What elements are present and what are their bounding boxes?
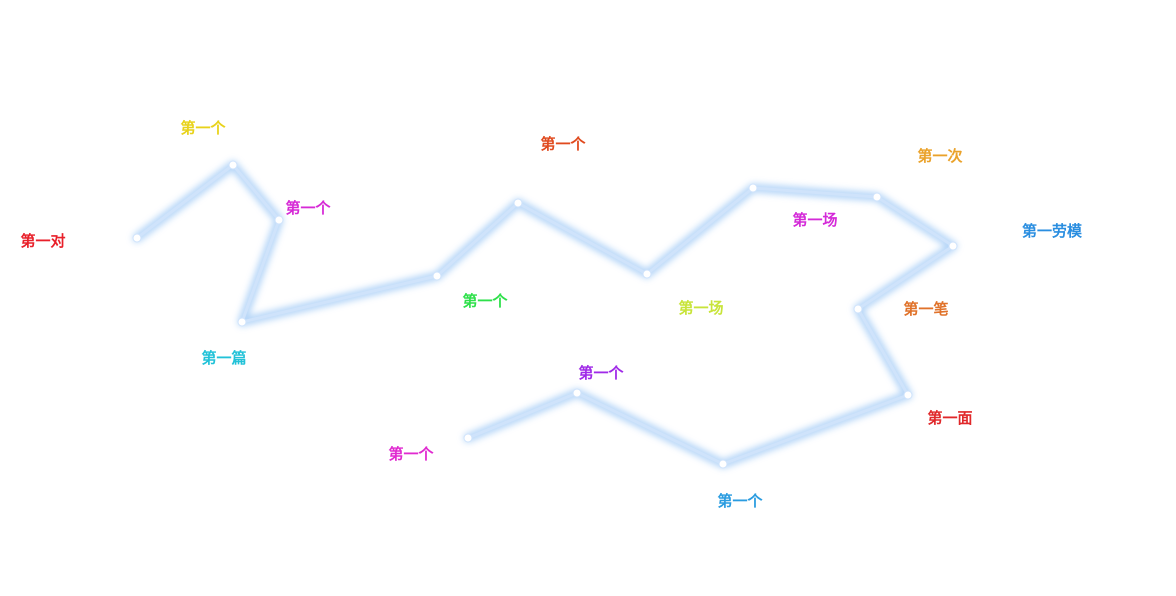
- path-point: [948, 241, 958, 251]
- node-label-n8: 第一场: [792, 211, 837, 229]
- path-point: [513, 198, 523, 208]
- node-label-n10: 第一劳模: [1022, 222, 1083, 240]
- node-label-n11: 第一笔: [903, 300, 948, 318]
- node-labels: 第一对第一个第一个第一篇第一个第一个第一场第一场第一次第一劳模第一笔第一面第一个…: [20, 119, 1083, 510]
- path-points: [132, 160, 958, 469]
- node-label-n3: 第一个: [285, 199, 331, 217]
- node-label-n14: 第一个: [578, 364, 624, 382]
- path-point: [432, 271, 442, 281]
- node-label-n7: 第一场: [678, 299, 723, 317]
- node-label-n2: 第一个: [180, 119, 226, 137]
- path-glow: [132, 160, 958, 469]
- path-point: [748, 183, 758, 193]
- path-point: [642, 269, 652, 279]
- path-point: [872, 192, 882, 202]
- node-label-n1: 第一对: [20, 232, 65, 250]
- path-point: [572, 388, 582, 398]
- path-point: [718, 459, 728, 469]
- path-point: [274, 215, 284, 225]
- path-point: [237, 317, 247, 327]
- node-label-n6: 第一个: [540, 135, 586, 153]
- path-point: [228, 160, 238, 170]
- node-label-n9: 第一次: [917, 147, 962, 165]
- node-label-n12: 第一面: [927, 409, 972, 427]
- node-label-n4: 第一篇: [201, 349, 246, 367]
- path-point: [903, 390, 913, 400]
- path-lines: [132, 160, 958, 469]
- path-point: [463, 433, 473, 443]
- node-label-n13: 第一个: [717, 492, 763, 510]
- node-label-n5: 第一个: [462, 292, 508, 310]
- path-point: [853, 304, 863, 314]
- node-label-n15: 第一个: [388, 445, 434, 463]
- path-point: [132, 233, 142, 243]
